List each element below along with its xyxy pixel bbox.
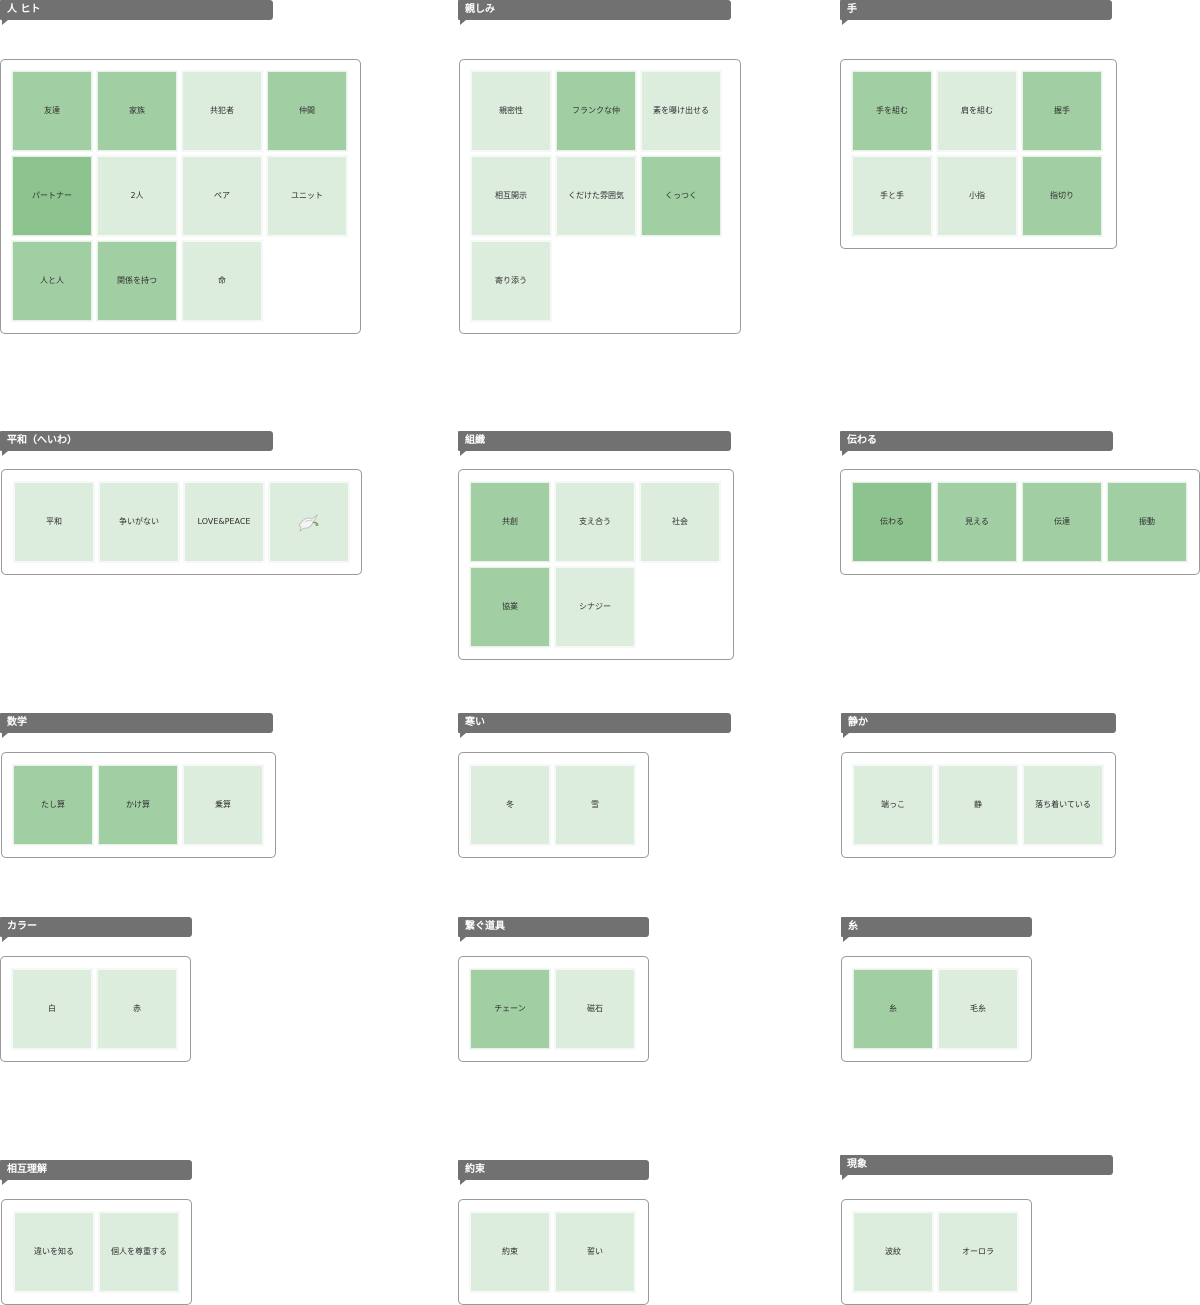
sticky-note[interactable]: 手を組む bbox=[852, 71, 932, 151]
sticky-note[interactable]: 乗算 bbox=[183, 765, 263, 845]
sticky-note[interactable]: 約束 bbox=[470, 1212, 550, 1292]
sticky-note[interactable]: ユニット bbox=[267, 156, 347, 236]
sticky-note[interactable]: 2人 bbox=[97, 156, 177, 236]
sticky-note[interactable]: 争いがない bbox=[99, 482, 179, 562]
sticky-note[interactable]: 素を曝け出せる bbox=[641, 71, 721, 151]
sticky-note[interactable]: 支え合う bbox=[555, 482, 635, 562]
sticky-note[interactable]: 友達 bbox=[12, 71, 92, 151]
sticky-note[interactable]: 手と手 bbox=[852, 156, 932, 236]
sticky-note[interactable]: 冬 bbox=[470, 765, 550, 845]
group-label-color[interactable]: カラー bbox=[0, 917, 192, 942]
group-label-sugaku[interactable]: 数学 bbox=[0, 713, 273, 738]
sticky-note[interactable]: 共犯者 bbox=[182, 71, 262, 151]
sticky-note[interactable]: 見える bbox=[937, 482, 1017, 562]
sticky-note[interactable]: 社会 bbox=[640, 482, 720, 562]
sticky-note[interactable]: 毛糸 bbox=[938, 969, 1018, 1049]
sticky-note[interactable]: パートナー bbox=[12, 156, 92, 236]
sticky-note[interactable]: LOVE&PEACE bbox=[184, 482, 264, 562]
sticky-note[interactable]: 端っこ bbox=[853, 765, 933, 845]
sticky-note[interactable]: 共創 bbox=[470, 482, 550, 562]
group-label-te[interactable]: 手 bbox=[840, 0, 1112, 25]
sticky-note[interactable]: 平和 bbox=[14, 482, 94, 562]
sticky-note[interactable]: 親密性 bbox=[471, 71, 551, 151]
sticky-note[interactable]: 違いを知る bbox=[14, 1212, 94, 1292]
sticky-note[interactable]: 肩を組む bbox=[937, 71, 1017, 151]
sticky-note[interactable]: 寄り添う bbox=[471, 241, 551, 321]
sticky-note[interactable]: 糸 bbox=[853, 969, 933, 1049]
sticky-note[interactable]: たし算 bbox=[13, 765, 93, 845]
group-label-hito[interactable]: 人 ヒト bbox=[0, 0, 273, 25]
sticky-note[interactable]: 小指 bbox=[937, 156, 1017, 236]
sticky-note[interactable]: 命 bbox=[182, 241, 262, 321]
sticky-note[interactable]: 赤 bbox=[97, 969, 177, 1049]
sticky-note[interactable]: 伝達 bbox=[1022, 482, 1102, 562]
sticky-note[interactable]: 振動 bbox=[1107, 482, 1187, 562]
sticky-note[interactable]: くっつく bbox=[641, 156, 721, 236]
sticky-note-dove[interactable] bbox=[269, 482, 349, 562]
sticky-note[interactable]: フランクな仲 bbox=[556, 71, 636, 151]
group-label-gensho[interactable]: 現象 bbox=[840, 1155, 1113, 1180]
sticky-note[interactable]: シナジー bbox=[555, 567, 635, 647]
sticky-note[interactable]: オーロラ bbox=[938, 1212, 1018, 1292]
sticky-note[interactable]: 落ち着いている bbox=[1023, 765, 1103, 845]
sticky-note[interactable]: 握手 bbox=[1022, 71, 1102, 151]
sticky-note[interactable]: くだけた雰囲気 bbox=[556, 156, 636, 236]
sticky-note[interactable]: 伝わる bbox=[852, 482, 932, 562]
sticky-note[interactable]: 指切り bbox=[1022, 156, 1102, 236]
sticky-note[interactable]: 個人を尊重する bbox=[99, 1212, 179, 1292]
sticky-note[interactable]: 仲間 bbox=[267, 71, 347, 151]
group-label-tsunagu-dougu[interactable]: 繋ぐ道具 bbox=[458, 917, 649, 942]
sticky-note[interactable]: 波紋 bbox=[853, 1212, 933, 1292]
sticky-note[interactable]: 磁石 bbox=[555, 969, 635, 1049]
sticky-note[interactable]: 誓い bbox=[555, 1212, 635, 1292]
group-label-tsutawaru[interactable]: 伝わる bbox=[840, 431, 1113, 456]
sticky-note[interactable]: 関係を持つ bbox=[97, 241, 177, 321]
sticky-note[interactable]: 静 bbox=[938, 765, 1018, 845]
group-label-heiwa[interactable]: 平和（へいわ） bbox=[0, 431, 273, 456]
sticky-note[interactable]: 協業 bbox=[470, 567, 550, 647]
sticky-note[interactable]: ペア bbox=[182, 156, 262, 236]
group-label-soshiki[interactable]: 組織 bbox=[458, 431, 731, 456]
sticky-note[interactable]: チェーン bbox=[470, 969, 550, 1049]
sticky-note[interactable]: 相互開示 bbox=[471, 156, 551, 236]
dove-icon bbox=[299, 513, 319, 532]
sticky-note[interactable]: 家族 bbox=[97, 71, 177, 151]
group-label-sougo-rikai[interactable]: 相互理解 bbox=[0, 1160, 192, 1185]
group-label-shizuka[interactable]: 静か bbox=[841, 713, 1116, 738]
sticky-note[interactable]: 白 bbox=[12, 969, 92, 1049]
group-label-ito[interactable]: 糸 bbox=[841, 917, 1032, 942]
sticky-note[interactable]: かけ算 bbox=[98, 765, 178, 845]
group-label-shitashimi[interactable]: 親しみ bbox=[458, 0, 731, 25]
sticky-note[interactable]: 人と人 bbox=[12, 241, 92, 321]
group-label-yakusoku[interactable]: 約束 bbox=[458, 1160, 649, 1185]
group-label-samui[interactable]: 寒い bbox=[458, 713, 731, 738]
sticky-note[interactable]: 雪 bbox=[555, 765, 635, 845]
